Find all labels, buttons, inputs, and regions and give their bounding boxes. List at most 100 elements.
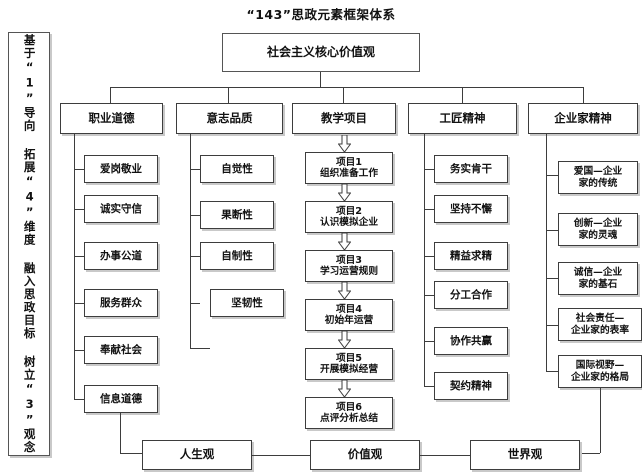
leaf-node-line1: 国际视野—	[575, 360, 625, 372]
project-node-text: 项目6 点评分析总结	[306, 402, 392, 424]
leaf-node-zijuexing[interactable]: 自觉性	[200, 155, 274, 183]
project-node-line2: 开展模拟经营	[319, 364, 379, 375]
leaf-node-fengong-hezuo[interactable]: 分工合作	[434, 281, 508, 309]
project-node-line2: 组织准备工作	[319, 168, 379, 179]
category-header-teaching-projects[interactable]: 教学项目	[292, 103, 396, 134]
flow-arrow-1	[338, 135, 351, 153]
project-node-5[interactable]: 项目5 开展模拟经营	[305, 348, 393, 380]
leaf-node-label: 精益求精	[450, 249, 492, 262]
bottom-node-outlook-on-life[interactable]: 人生观	[142, 440, 252, 470]
project-node-4[interactable]: 项目4 初始年运营	[305, 299, 393, 331]
leaf-node-zizhixing[interactable]: 自制性	[200, 242, 274, 270]
connector-col1-branch-4	[74, 303, 84, 304]
project-node-text: 项目5 开展模拟经营	[306, 353, 392, 375]
connector-col1-branch-1	[74, 169, 84, 170]
connector-col5-branch-5	[546, 371, 558, 372]
connector-col5-branch-2	[546, 230, 558, 231]
project-node-1[interactable]: 项目1 组织准备工作	[305, 152, 393, 184]
leaf-node-line2: 家的基石	[578, 278, 618, 290]
bottom-node-worldview[interactable]: 世界观	[470, 440, 580, 470]
leaf-node-fengxian-shehui[interactable]: 奉献社会	[84, 336, 158, 364]
connector-col4-branch-1	[424, 169, 434, 170]
category-header-label: 职业道德	[88, 110, 135, 125]
leaf-node-text: 国际视野— 企业家的格局	[559, 360, 641, 382]
leaf-node-line2: 家的灵魂	[578, 229, 618, 241]
flow-arrow-5	[338, 331, 351, 349]
leaf-node-banshi-gongdao[interactable]: 办事公道	[84, 242, 158, 270]
connector-root-drop-2	[228, 87, 229, 103]
connector-bottom-right-run	[580, 453, 600, 454]
root-node-label: 社会主义核心价值观	[266, 44, 375, 59]
connector-col4-branch-5	[424, 341, 434, 342]
leaf-node-aiguo-tradition[interactable]: 爱国—企业 家的传统	[558, 161, 638, 194]
connector-col5-branch-1	[546, 175, 558, 176]
leaf-node-guoji-shiye-vision[interactable]: 国际视野— 企业家的格局	[558, 355, 642, 388]
leaf-node-chuangxin-soul[interactable]: 创新—企业 家的灵魂	[558, 213, 638, 246]
leaf-node-chengshi-shouxin[interactable]: 诚实守信	[84, 195, 158, 223]
category-header-professional-ethics[interactable]: 职业道德	[60, 103, 163, 134]
connector-bottom-left-run	[120, 453, 142, 454]
leaf-node-fuwu-qunzhong[interactable]: 服务群众	[84, 289, 158, 317]
connector-col5-branch-3	[546, 278, 558, 279]
connector-col4-spine	[424, 134, 425, 386]
project-node-text: 项目3 学习运营规则	[306, 255, 392, 277]
leaf-node-label: 自制性	[221, 249, 253, 262]
leaf-node-label: 奉献社会	[100, 343, 142, 356]
project-node-3[interactable]: 项目3 学习运营规则	[305, 250, 393, 282]
connector-bottom-right-drop	[600, 388, 601, 453]
project-node-text: 项目4 初始年运营	[306, 304, 392, 326]
leaf-node-line2: 家的传统	[578, 177, 618, 189]
bottom-node-label: 价值观	[347, 447, 383, 462]
leaf-node-jingyi-qiujing[interactable]: 精益求精	[434, 242, 508, 270]
leaf-node-label: 务实肯干	[450, 162, 492, 175]
category-header-willpower-quality[interactable]: 意志品质	[176, 103, 283, 134]
project-node-6[interactable]: 项目6 点评分析总结	[305, 397, 393, 429]
bottom-node-values[interactable]: 价值观	[310, 440, 420, 470]
category-header-entrepreneur-spirit[interactable]: 企业家精神	[528, 103, 638, 134]
leaf-node-chengxin-cornerstone[interactable]: 诚信—企业 家的基石	[558, 262, 638, 295]
project-node-line2: 学习运营规则	[319, 266, 379, 277]
connector-col4-branch-2	[424, 209, 434, 210]
category-header-craftsman-spirit[interactable]: 工匠精神	[408, 103, 517, 134]
connector-root-stem	[320, 72, 321, 87]
leaf-node-text: 爱国—企业 家的传统	[559, 166, 637, 188]
project-node-line1: 项目4	[335, 303, 363, 315]
leaf-node-wushi-kengan[interactable]: 务实肯干	[434, 155, 508, 183]
leaf-node-qiyue-jingshen[interactable]: 契约精神	[434, 372, 508, 400]
connector-col5-spine	[546, 134, 547, 371]
connector-col4-branch-4	[424, 295, 434, 296]
root-node-core-values[interactable]: 社会主义核心价值观	[222, 33, 420, 72]
leaf-node-label: 坚持不懈	[450, 202, 492, 215]
project-node-line1: 项目2	[335, 205, 363, 217]
leaf-node-line1: 社会责任—	[575, 313, 625, 325]
connector-col4-branch-3	[424, 256, 434, 257]
leaf-node-line2: 企业家的格局	[570, 371, 630, 383]
connector-col1-branch-3	[74, 256, 84, 257]
connector-bottom-link-1	[252, 455, 310, 456]
connector-col2-branch-4	[190, 348, 210, 349]
connector-root-drop-4	[462, 87, 463, 103]
sidebar-panel: 基于“1”导向 拓展“4”维度 融入思政目标 树立“3”观念	[8, 32, 50, 456]
category-header-label: 企业家精神	[554, 110, 612, 125]
connector-bottom-left-drop	[120, 413, 121, 453]
leaf-node-shehui-zeren-role-model[interactable]: 社会责任— 企业家的表率	[558, 308, 642, 341]
leaf-node-jianrenxing[interactable]: 坚韧性	[210, 289, 284, 317]
flow-arrow-6	[338, 380, 351, 398]
leaf-node-label: 诚实守信	[100, 202, 142, 215]
connector-col2-branch-1	[190, 169, 200, 170]
connector-col1-branch-2	[74, 209, 84, 210]
leaf-node-guoduanxing[interactable]: 果断性	[200, 201, 274, 229]
project-node-line1: 项目5	[335, 352, 363, 364]
bottom-node-label: 世界观	[507, 447, 543, 462]
connector-col2-branch-4b	[190, 303, 200, 304]
connector-col1-branch-5	[74, 350, 84, 351]
leaf-node-xiezuo-gongying[interactable]: 协作共赢	[434, 327, 508, 355]
project-node-2[interactable]: 项目2 认识模拟企业	[305, 201, 393, 233]
leaf-node-xinxi-daode[interactable]: 信息道德	[84, 385, 158, 413]
leaf-node-line1: 诚信—企业	[573, 267, 623, 279]
connector-col2-branch-2	[190, 215, 200, 216]
leaf-node-jianchi-buxie[interactable]: 坚持不懈	[434, 195, 508, 223]
leaf-node-text: 诚信—企业 家的基石	[559, 267, 637, 289]
leaf-node-aigang-jingye[interactable]: 爱岗敬业	[84, 155, 158, 183]
